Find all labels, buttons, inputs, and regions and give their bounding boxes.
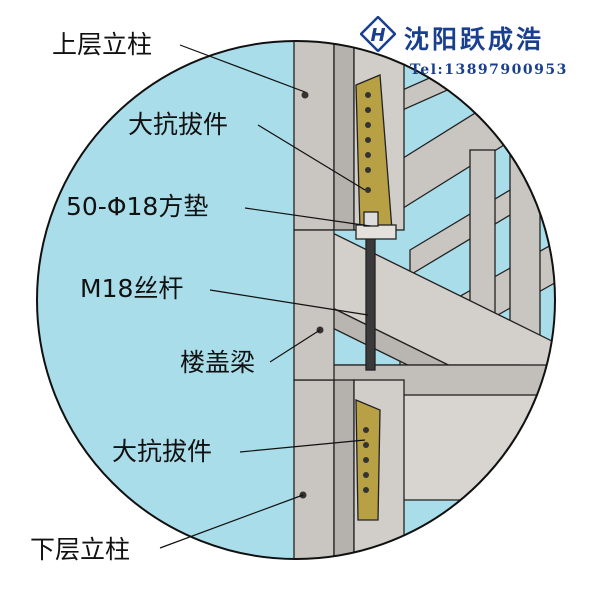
threaded-rod	[365, 234, 376, 371]
upper-column	[293, 41, 405, 231]
label-lower-column: 下层立柱	[30, 535, 131, 564]
leader-lines	[159, 44, 371, 549]
label-floor-beam: 楼盖梁	[180, 348, 256, 377]
company-logo-icon: H	[360, 16, 396, 52]
bolt-holes	[299, 91, 371, 499]
company-phone: Tel:13897900953	[410, 62, 568, 78]
nut	[363, 211, 379, 227]
company-name: 沈阳跃成浩	[404, 25, 545, 54]
label-anti-pull-bottom: 大抗拔件	[112, 437, 213, 466]
square-washer	[355, 224, 397, 240]
label-anti-pull-top: 大抗拔件	[128, 110, 229, 139]
label-upper-column: 上层立柱	[52, 30, 153, 59]
svg-text:H: H	[370, 25, 385, 46]
label-threaded-rod: M18丝杆	[80, 274, 184, 303]
label-square-washer: 50-Φ18方垫	[66, 192, 209, 221]
